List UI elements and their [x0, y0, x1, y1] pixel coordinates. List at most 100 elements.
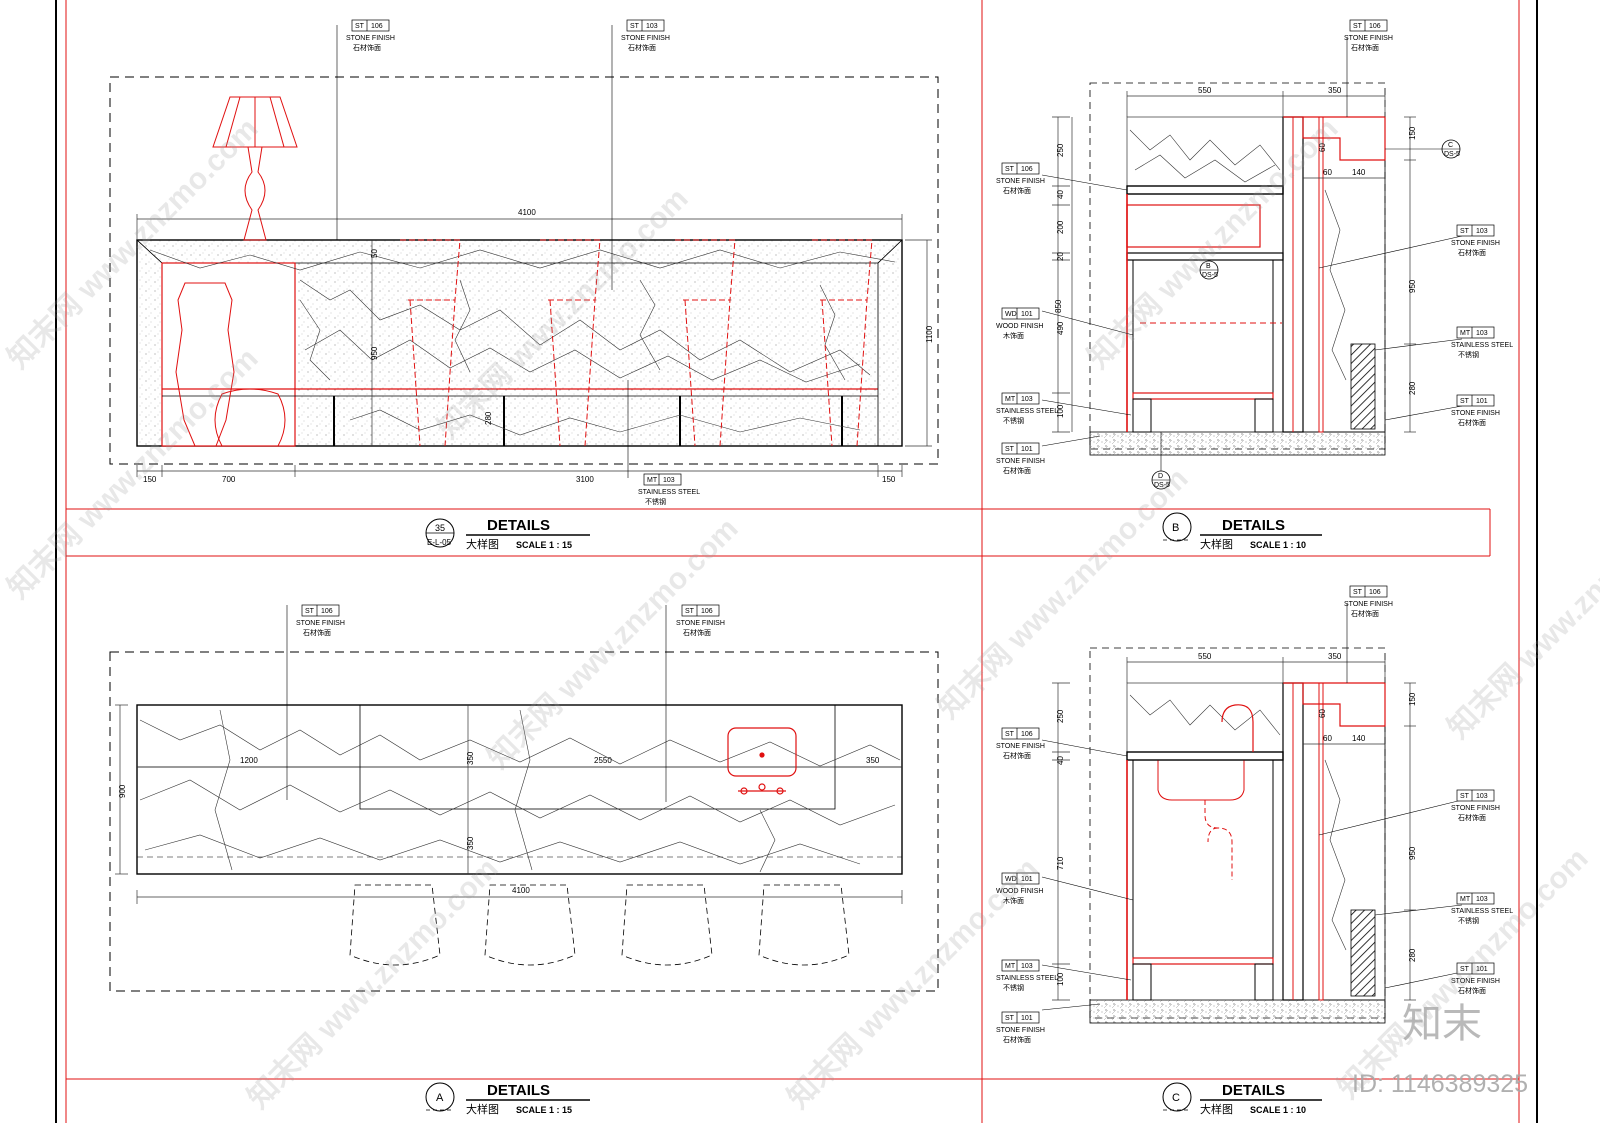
brand-logo: 知末	[1402, 1001, 1482, 1047]
material-number: 106	[701, 608, 713, 615]
scale-b: SCALE 1 : 10	[1250, 540, 1306, 550]
dimension-lines-b	[1052, 91, 1416, 433]
material-name-cn: 石材饰面	[1003, 186, 1031, 195]
material-code: WD	[1005, 876, 1017, 883]
dim-c-350: 350	[1328, 652, 1342, 661]
material-name-en: WOOD FINISH	[996, 888, 1043, 895]
sheet-frame	[55, 0, 1538, 1123]
section-d-label: D	[1158, 473, 1163, 480]
material-name-cn: 不锈钢	[1458, 916, 1479, 925]
dim-b-200: 200	[1056, 220, 1065, 234]
dim-35-base: 280	[484, 411, 493, 425]
material-name-en: STONE FINISH	[296, 620, 345, 627]
material-code: ST	[1460, 966, 1470, 973]
material-name-en: STONE FINISH	[676, 620, 725, 627]
leaders-35	[336, 25, 629, 478]
material-name-en: STONE FINISH	[1451, 410, 1500, 417]
dim-35-d4: 150	[882, 475, 896, 484]
dim-35-h2: 950	[370, 346, 379, 360]
material-name-cn: 石材饰面	[353, 43, 381, 52]
material-number: 101	[1021, 876, 1033, 883]
title-block-c: C DETAILS 大样图 SCALE 1 : 10	[1162, 1082, 1322, 1116]
material-number: 106	[371, 23, 383, 30]
dim-c-950: 950	[1408, 846, 1417, 860]
material-name-cn: 石材饰面	[628, 43, 656, 52]
material-name-cn: 石材饰面	[683, 628, 711, 637]
dim-c-150: 150	[1408, 692, 1417, 706]
title-c: DETAILS	[1222, 1082, 1285, 1099]
material-name-en: STONE FINISH	[1451, 240, 1500, 247]
material-name-cn: 石材饰面	[1003, 751, 1031, 760]
material-name-en: STONE FINISH	[996, 743, 1045, 750]
title-a: DETAILS	[487, 1082, 550, 1099]
watermark-6: 知末网 www.znzmo.com	[782, 852, 1045, 1115]
dim-a-1200: 1200	[240, 756, 258, 765]
dim-b-350: 350	[1328, 86, 1342, 95]
title-block-a: A DETAILS 大样图 SCALE 1 : 15	[425, 1082, 590, 1116]
panel-c-section: 550 350 250 40 710 100 150 60 60 140 950…	[1041, 604, 1463, 1024]
panel-35-elevation: 4100 1100 950 50 280 150 700 3100 150	[109, 25, 939, 484]
scale-a: SCALE 1 : 15	[516, 1105, 572, 1115]
section-mark-d: D DS-5	[1151, 432, 1171, 490]
material-name-en: STAINLESS STEEL	[1451, 342, 1513, 349]
dimension-lines-a	[115, 704, 903, 904]
section-c-label: C	[1448, 142, 1453, 149]
callout-35-num: 35	[435, 523, 445, 533]
material-number: 106	[321, 608, 333, 615]
material-number: 103	[646, 23, 658, 30]
panel-a-plan: 1200 2550 350 350 350 900 4100	[109, 605, 939, 992]
dim-35-d2: 700	[222, 475, 236, 484]
dim-b-40: 40	[1056, 190, 1065, 199]
material-number: 101	[1476, 398, 1488, 405]
material-number: 101	[1476, 966, 1488, 973]
dim-35-d1: 150	[143, 475, 157, 484]
dim-b-100: 100	[1056, 404, 1065, 418]
dim-b-550: 550	[1198, 86, 1212, 95]
faucet	[1221, 704, 1254, 752]
dim-b-850: 850	[1054, 299, 1063, 313]
material-name-en: STAINLESS STEEL	[638, 489, 700, 496]
dim-b-60b: 60	[1323, 168, 1332, 177]
material-name-en: STONE FINISH	[621, 35, 670, 42]
dim-b-250: 250	[1056, 143, 1065, 157]
dim-b-60a: 60	[1318, 143, 1327, 152]
dim-c-60b: 60	[1323, 734, 1332, 743]
scale-35: SCALE 1 : 15	[516, 540, 572, 550]
section-mark-c: C DS-5	[1385, 139, 1461, 159]
material-name-en: STONE FINISH	[1344, 601, 1393, 608]
dim-c-550: 550	[1198, 652, 1212, 661]
material-name-en: WOOD FINISH	[996, 323, 1043, 330]
material-number: 103	[1476, 330, 1488, 337]
material-code: ST	[1353, 589, 1363, 596]
title-b: DETAILS	[1222, 517, 1285, 534]
material-name-cn: 石材饰面	[1003, 466, 1031, 475]
material-code: ST	[685, 608, 695, 615]
dim-a-2550: 2550	[594, 756, 612, 765]
scale-c: SCALE 1 : 10	[1250, 1105, 1306, 1115]
title-block-35: 35 E-L-05 DETAILS 大样图 SCALE 1 : 15	[425, 517, 590, 551]
dim-a-900: 900	[118, 784, 127, 798]
subtitle-b: 大样图	[1200, 537, 1233, 551]
material-name-cn: 石材饰面	[1458, 418, 1486, 427]
material-number: 106	[1369, 23, 1381, 30]
material-name-cn: 不锈钢	[1458, 350, 1479, 359]
material-number: 103	[663, 477, 675, 484]
material-code: ST	[305, 608, 315, 615]
marble-b	[1129, 129, 1347, 381]
callout-35-ref: E-L-05	[427, 538, 452, 547]
dim-b-280: 280	[1408, 381, 1417, 395]
